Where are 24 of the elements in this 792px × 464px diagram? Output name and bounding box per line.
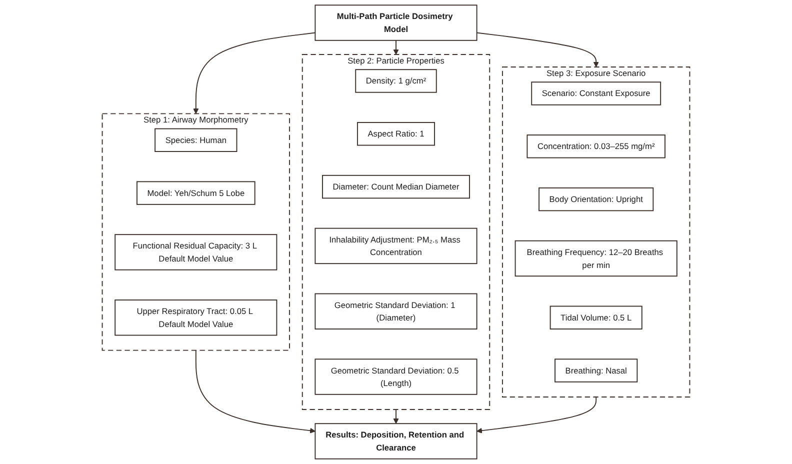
- arrow: [195, 350, 316, 434]
- node-box: Density: 1 g/cm²: [355, 69, 437, 93]
- node-box: Geometric Standard Deviation: 1 (Diameter): [314, 293, 478, 330]
- arrow: [476, 32, 599, 68]
- node-box: Scenario: Constant Exposure: [531, 82, 662, 106]
- node-box: Aspect Ratio: 1: [357, 122, 435, 146]
- node-box: Model: Yeh/Schum 5 Lobe: [136, 181, 256, 205]
- node-box: Body Orientation: Upright: [538, 187, 654, 212]
- node-box: Upper Respiratory Tract: 0.05 L Default Model Value: [114, 300, 278, 336]
- arrow: [193, 32, 316, 114]
- arrow: [393, 409, 399, 424]
- arrow: [393, 40, 399, 55]
- node-box: Multi-Path Particle Dosimetry Model: [314, 4, 478, 41]
- node-box: Tidal Volume: 0.5 L: [550, 306, 642, 330]
- node-box: Geometric Standard Deviation: 0.5 (Length): [314, 358, 478, 395]
- node-box: Inhalability Adjustment: PM₂.₅ Mass Concentration: [314, 228, 478, 264]
- arrow: [476, 396, 597, 434]
- node-box: Functional Residual Capacity: 3 L Default Model Value: [114, 234, 278, 270]
- node-box: Breathing: Nasal: [554, 358, 638, 382]
- node-box: Diameter: Count Median Diameter: [322, 174, 470, 199]
- node-box: Concentration: 0.03–255 mg/m²: [526, 134, 666, 158]
- node-box: Species: Human: [154, 128, 238, 152]
- node-box: Breathing Frequency: 12–20 Breaths per min: [514, 240, 678, 277]
- node-box: Results: Deposition, Retention and Clearance: [314, 423, 478, 460]
